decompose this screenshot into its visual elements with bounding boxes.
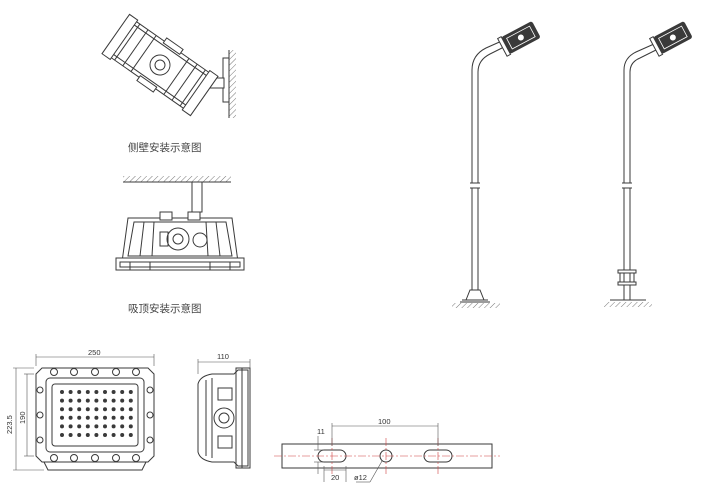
led-dot bbox=[128, 407, 133, 412]
led-dot bbox=[94, 398, 99, 403]
led-dot bbox=[77, 407, 82, 412]
led-array-icon bbox=[60, 390, 133, 437]
slot-offset-label: 20 bbox=[331, 473, 340, 482]
led-dot bbox=[77, 415, 82, 420]
front-view-dimensions bbox=[13, 354, 155, 471]
led-dot bbox=[120, 390, 125, 394]
led-dot bbox=[68, 433, 73, 437]
ground-hatch-2 bbox=[604, 302, 652, 307]
led-dot bbox=[60, 390, 64, 394]
ground-hatch-1 bbox=[452, 303, 500, 308]
slot-spacing-label: 100 bbox=[378, 417, 391, 426]
front-view-drawing bbox=[35, 367, 155, 471]
pole-mount-diagram-2 bbox=[610, 21, 692, 301]
led-dot bbox=[60, 433, 64, 437]
led-dot bbox=[103, 433, 107, 437]
led-dot bbox=[128, 415, 133, 420]
front-height-outer-label: 223.5 bbox=[5, 415, 14, 434]
led-dot bbox=[120, 433, 125, 437]
led-dot bbox=[68, 407, 73, 412]
bracket-dimensions bbox=[314, 423, 439, 483]
led-dot bbox=[77, 398, 82, 403]
led-dot bbox=[77, 433, 82, 437]
ceiling-mount-caption: 吸顶安装示意图 bbox=[128, 302, 202, 315]
led-dot bbox=[68, 415, 73, 420]
hole-diameter-label: ø12 bbox=[354, 473, 367, 482]
led-dot bbox=[85, 398, 90, 403]
led-dot bbox=[60, 407, 64, 412]
led-dot bbox=[120, 407, 125, 412]
led-dot bbox=[103, 398, 107, 403]
led-dot bbox=[60, 415, 64, 420]
led-dot bbox=[60, 424, 64, 429]
led-dot bbox=[94, 407, 99, 412]
led-dot bbox=[85, 415, 90, 420]
led-dot bbox=[103, 390, 107, 394]
side-view-dimensions bbox=[197, 359, 251, 374]
led-dot bbox=[120, 424, 125, 429]
led-dot bbox=[68, 390, 73, 394]
side-depth-label: 110 bbox=[217, 352, 229, 361]
wall-mount-diagram bbox=[101, 13, 236, 118]
led-dot bbox=[111, 407, 116, 412]
led-dot bbox=[128, 424, 133, 429]
led-dot bbox=[85, 433, 90, 437]
led-dot bbox=[111, 390, 116, 394]
led-dot bbox=[77, 390, 82, 394]
led-dot bbox=[103, 415, 107, 420]
led-dot bbox=[128, 433, 133, 437]
led-dot bbox=[111, 424, 116, 429]
led-dot bbox=[85, 424, 90, 429]
bracket-centerlines bbox=[274, 438, 500, 474]
led-dot bbox=[128, 398, 133, 403]
front-width-label: 250 bbox=[88, 348, 101, 357]
pole-mount-diagram-1 bbox=[460, 21, 540, 303]
led-dot bbox=[68, 398, 73, 403]
led-dot bbox=[120, 398, 125, 403]
led-dot bbox=[94, 433, 99, 437]
led-dot bbox=[85, 390, 90, 394]
led-dot bbox=[94, 424, 99, 429]
side-view-drawing bbox=[197, 367, 251, 469]
led-dot bbox=[103, 424, 107, 429]
wall-mount-caption: 侧壁安装示意图 bbox=[128, 141, 202, 154]
led-dot bbox=[68, 424, 73, 429]
led-dot bbox=[103, 407, 107, 412]
slot-height-label: 11 bbox=[317, 427, 325, 436]
led-dot bbox=[77, 424, 82, 429]
led-dot bbox=[111, 415, 116, 420]
led-dot bbox=[60, 398, 64, 403]
led-dot bbox=[94, 390, 99, 394]
led-dot bbox=[85, 407, 90, 412]
led-dot bbox=[128, 390, 133, 394]
ceiling-mount-diagram bbox=[115, 176, 245, 271]
front-height-inner-label: 190 bbox=[18, 411, 27, 424]
led-dot bbox=[111, 398, 116, 403]
led-dot bbox=[111, 433, 116, 437]
led-dot bbox=[94, 415, 99, 420]
led-dot bbox=[120, 415, 125, 420]
